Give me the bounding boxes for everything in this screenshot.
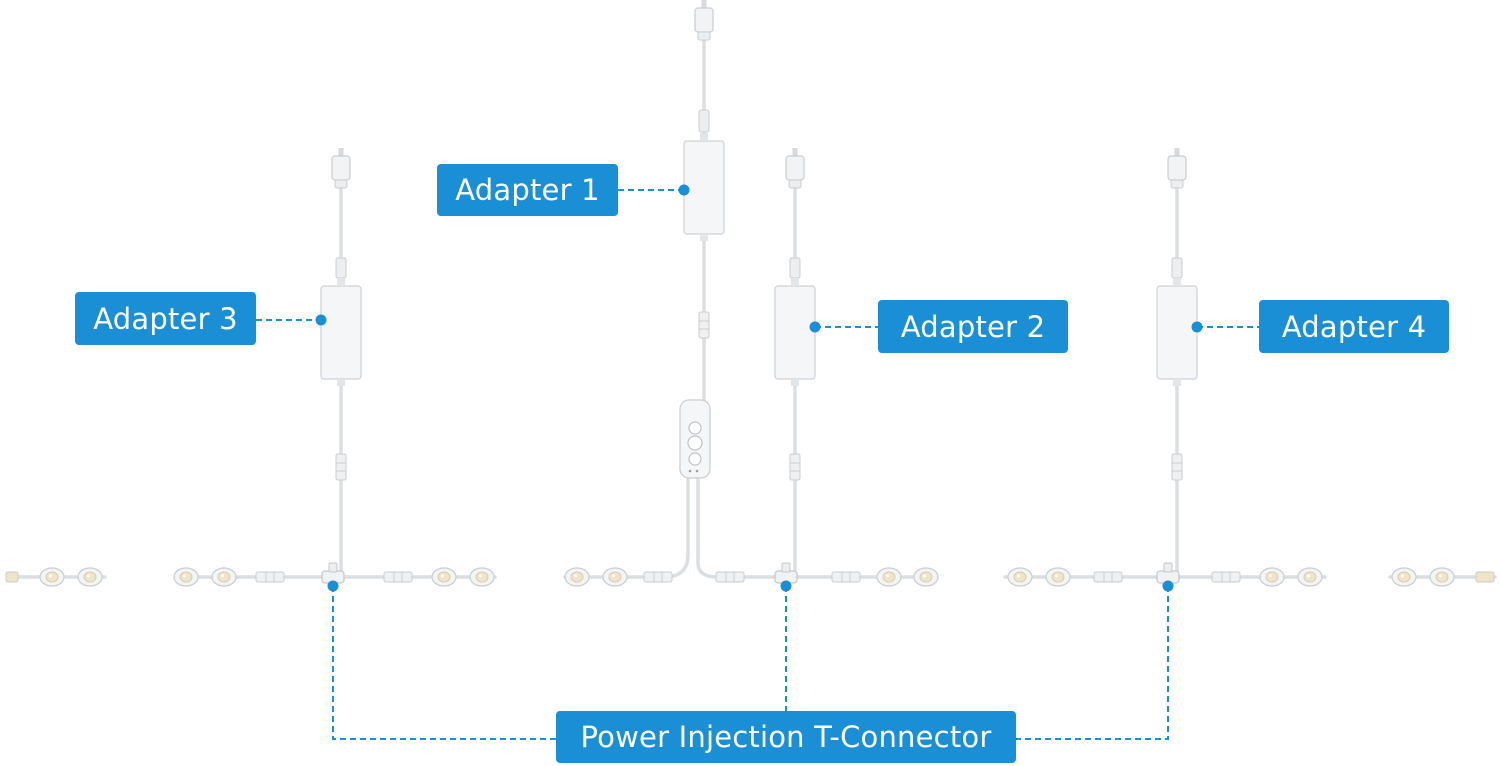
power-injection-t-connector-label: Power Injection T-Connector — [556, 711, 1016, 763]
adapter-3-label: Adapter 3 — [75, 292, 256, 345]
adapter-1-label: Adapter 1 — [437, 164, 618, 216]
callout-dots — [315, 184, 1203, 592]
adapter-3-device — [320, 277, 362, 387]
callout-leaders — [256, 189, 1259, 740]
plug-adapter-4 — [1167, 147, 1187, 189]
adapter-4-device — [1156, 277, 1198, 387]
adapter-1-device — [683, 132, 725, 242]
light-strips — [5, 567, 1495, 587]
plug-adapter-2 — [785, 147, 805, 189]
adapter-2-device — [774, 277, 816, 387]
plug-adapter-1 — [694, 0, 714, 41]
adapter-4-label: Adapter 4 — [1259, 300, 1449, 353]
remote-controller — [679, 399, 711, 479]
plug-adapter-3 — [331, 147, 351, 189]
adapter-2-label: Adapter 2 — [878, 300, 1068, 353]
